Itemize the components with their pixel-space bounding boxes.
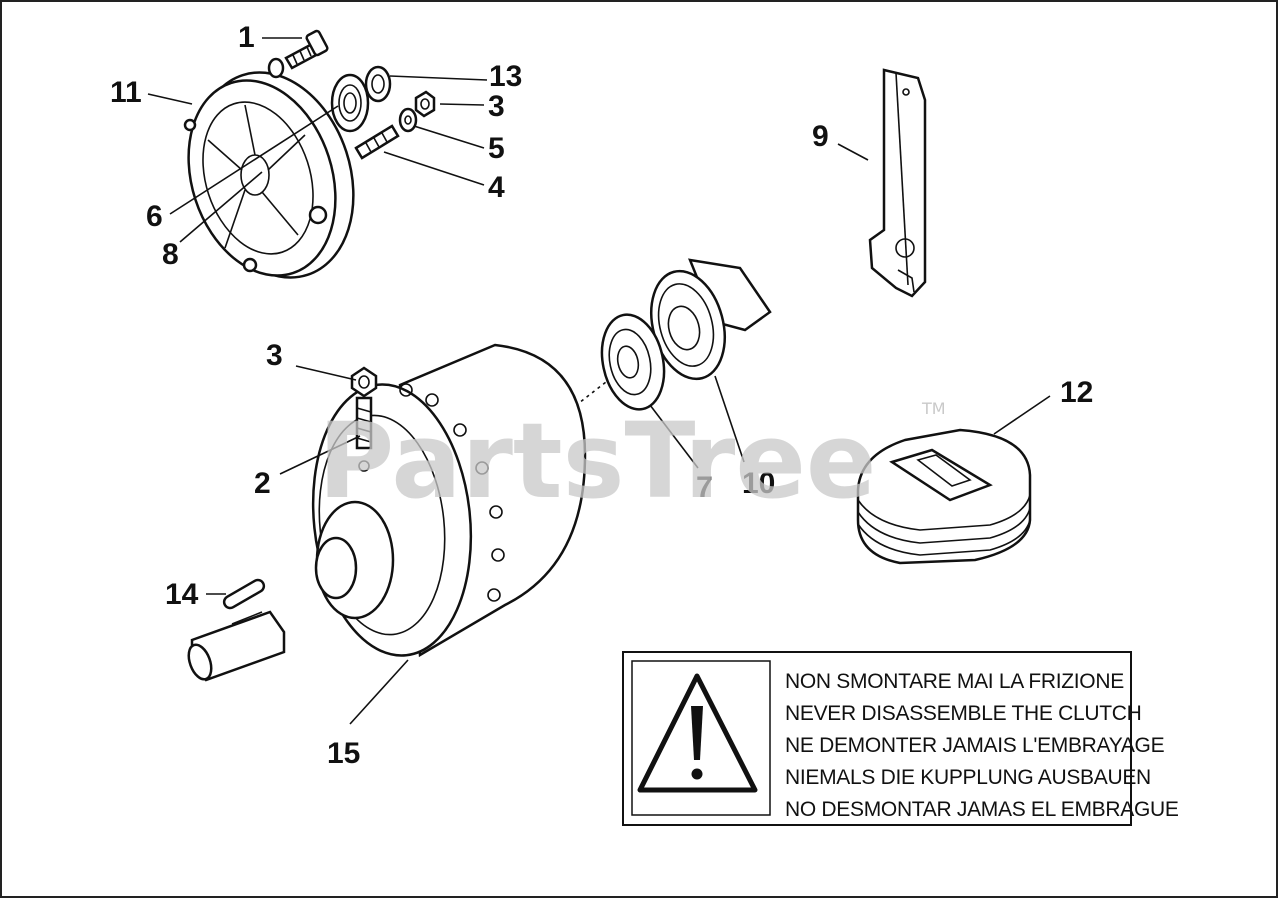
watermark-tm: TM [921, 399, 946, 418]
washer-small [267, 57, 285, 79]
warning-triangle-icon [637, 673, 758, 793]
warning-line-de: NIEMALS DIE KUPPLUNG AUSBAUEN [785, 766, 1151, 789]
part-13-washer [364, 65, 392, 103]
callout-8: 8 [162, 238, 179, 271]
part-14-key [222, 578, 266, 610]
part-7-bearing [600, 313, 666, 411]
part-9-lever [868, 68, 927, 298]
callout-10: 10 [742, 467, 775, 500]
callout-13: 13 [489, 60, 522, 93]
callout-5: 5 [488, 132, 505, 165]
callout-11: 11 [110, 76, 142, 109]
warning-label: NON SMONTARE MAI LA FRIZIONE NEVER DISAS… [622, 651, 1179, 826]
callout-3-mid: 3 [266, 339, 283, 372]
callout-9: 9 [812, 120, 829, 153]
part-2-stud [355, 396, 373, 450]
warning-line-en: NEVER DISASSEMBLE THE CLUTCH [785, 702, 1141, 725]
leader-lines [147, 37, 1051, 725]
callout-12: 12 [1060, 376, 1093, 409]
part-5-washer [398, 107, 418, 133]
warning-line-it: NON SMONTARE MAI LA FRIZIONE [785, 670, 1124, 693]
shaft [187, 610, 286, 682]
callout-15: 15 [327, 737, 360, 770]
callout-1: 1 [238, 21, 255, 54]
warning-line-es: NO DESMONTAR JAMAS EL EMBRAGUE [785, 798, 1179, 821]
callout-14: 14 [165, 578, 199, 611]
callout-3-top: 3 [488, 90, 505, 123]
callout-labels: 1 11 13 3 5 4 6 8 9 3 2 7 10 12 14 15 [110, 21, 1093, 770]
part-3-nut-mid [350, 366, 378, 398]
part-6-bearing [330, 73, 370, 133]
part-15-clutch-drum [311, 343, 587, 658]
part-4-stud [354, 124, 400, 160]
callout-2: 2 [254, 467, 271, 500]
callout-7: 7 [696, 471, 713, 504]
part-12-boot [856, 428, 1032, 565]
warning-line-fr: NE DEMONTER JAMAIS L'EMBRAYAGE [785, 734, 1165, 757]
warning-icon-frame [631, 660, 771, 816]
callout-6: 6 [146, 200, 163, 233]
part-3-nut-top [414, 90, 436, 118]
callout-4: 4 [488, 171, 505, 204]
part-1-bolt [284, 29, 329, 70]
watermark-text: PartsTree [318, 400, 876, 522]
part-11-cover [183, 71, 355, 279]
